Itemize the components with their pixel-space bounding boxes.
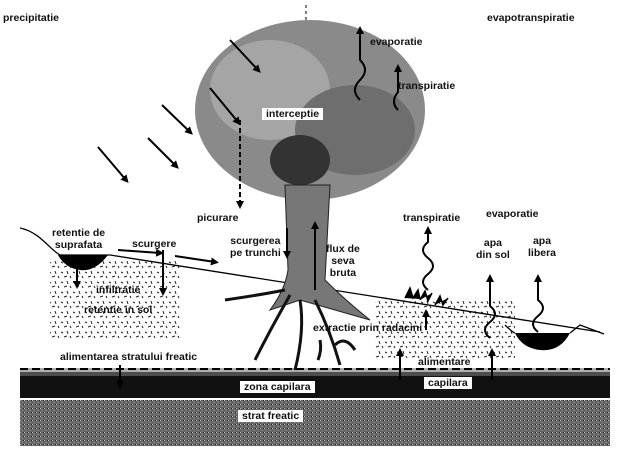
label-aquifer: strat freatic — [238, 410, 304, 422]
soil-zone-left — [50, 260, 180, 340]
tree-trunk — [268, 184, 371, 321]
tree-transpiration-arrow — [393, 64, 402, 111]
label-tree-evaporation: evaporatie — [370, 36, 423, 48]
label-plant-transpiration: transpiratie — [403, 212, 461, 224]
label-groundwater-recharge: alimentarea stratului freatic — [60, 351, 198, 363]
free-water-pond — [515, 333, 570, 351]
free-water-evaporation-arrow — [532, 274, 544, 333]
label-capillary-zone: zona capilara — [240, 381, 315, 393]
label-root-extraction: extractie prin radacini — [313, 322, 423, 334]
precipitation-arrows — [97, 39, 261, 184]
label-evapotranspiration: evapotranspiratie — [487, 12, 575, 24]
label-interception: interceptie — [262, 108, 324, 120]
label-precipitation: precipitatie — [3, 12, 60, 24]
label-infiltration: infiltratie — [96, 284, 141, 296]
runoff-arrow-1 — [117, 248, 164, 257]
label-runoff: scurgere — [132, 238, 177, 250]
tree-evaporation-arrow — [354, 26, 366, 101]
label-capillary-supply-2: capilara — [424, 377, 472, 389]
plant-transpiration-arrow — [422, 226, 434, 291]
tree-roots — [224, 288, 357, 371]
label-capillary-supply-1: alimentare — [418, 356, 471, 368]
label-evaporation: evaporatie — [486, 208, 539, 220]
label-dripping: picurare — [197, 212, 239, 224]
label-soil-retention: retentie in sol — [84, 304, 153, 316]
aquifer-layer — [20, 400, 610, 446]
label-tree-transpiration: transpiratie — [398, 80, 456, 92]
soil-evaporation-arrow — [484, 274, 496, 339]
grass-tufts — [404, 285, 449, 307]
surface-pond — [58, 255, 108, 271]
runoff-arrow-2 — [174, 255, 219, 266]
